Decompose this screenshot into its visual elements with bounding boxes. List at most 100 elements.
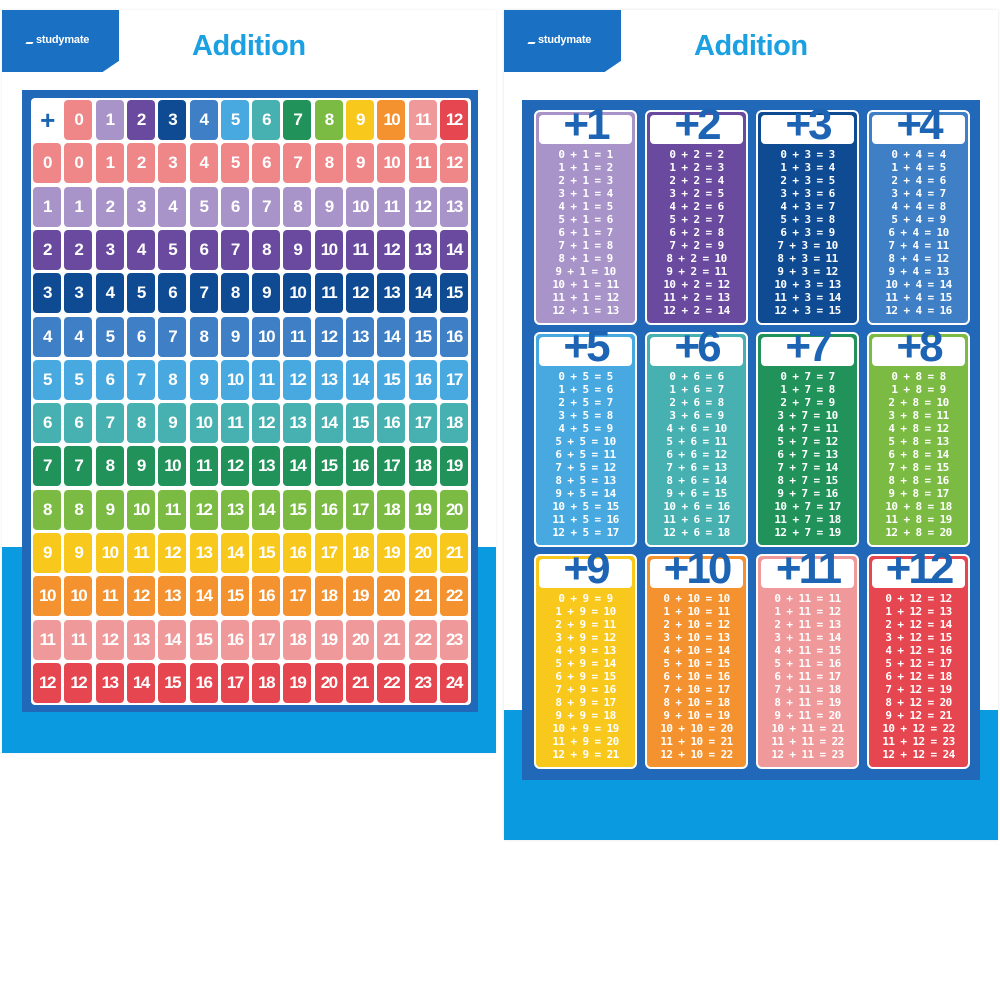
sum-cell: 13 — [283, 403, 312, 444]
equation-line: 12 + 8 = 20 — [885, 526, 952, 539]
column-header-cell: 4 — [189, 100, 218, 140]
sum-cell: 18 — [252, 662, 281, 703]
column-header-cell: 6 — [252, 100, 281, 140]
equation-line: 8 + 11 = 19 — [774, 696, 841, 709]
equation-line: 12 + 2 = 14 — [663, 304, 730, 317]
sum-cell: 12 — [95, 619, 124, 660]
plus-corner-cell: + — [40, 104, 55, 135]
sum-cell: 11 — [283, 316, 312, 357]
equation-line: 11 + 1 = 12 — [552, 291, 619, 304]
sum-cell: 8 — [252, 229, 281, 270]
sum-cell: 6 — [189, 229, 218, 270]
sum-cell: 15 — [158, 662, 187, 703]
sum-cell: 11 — [377, 186, 406, 227]
equation-line: 12 + 11 = 23 — [771, 748, 844, 761]
equation-line: 2 + 5 = 7 — [558, 396, 613, 409]
sum-cell: 16 — [439, 316, 468, 357]
column-header-cell: 9 — [346, 100, 374, 140]
row-header-cell: 11 — [33, 619, 61, 660]
sum-cell: 17 — [283, 576, 312, 617]
sum-cell: 13 — [252, 446, 281, 487]
card-header: +5 — [539, 325, 632, 369]
sum-cell: 19 — [346, 576, 374, 617]
sum-cell: 5 — [220, 143, 249, 184]
equation-line: 3 + 6 = 9 — [669, 409, 724, 422]
equation-line: 7 + 9 = 16 — [555, 683, 616, 696]
column-header-cell: 5 — [220, 100, 249, 140]
sum-cell: 15 — [252, 533, 281, 573]
equation-line: 3 + 7 = 10 — [777, 409, 838, 422]
equation-line: 6 + 6 = 12 — [666, 448, 727, 461]
sum-cell: 20 — [439, 489, 468, 530]
sum-cell: 10 — [189, 403, 218, 444]
sum-cell: 14 — [408, 273, 437, 314]
sum-cell: 9 — [220, 316, 249, 357]
sum-cell: 10 — [95, 533, 124, 573]
sum-cell: 16 — [283, 533, 312, 573]
equation-line: 1 + 12 = 13 — [885, 605, 952, 618]
equation-line: 6 + 5 = 11 — [555, 448, 616, 461]
card-heading: +10 — [663, 544, 733, 593]
sum-cell: 18 — [314, 576, 343, 617]
sum-cell: 20 — [408, 533, 437, 573]
equation-line: 8 + 3 = 11 — [777, 252, 838, 265]
equation-line: 6 + 12 = 18 — [885, 670, 952, 683]
equation-line: 3 + 10 = 13 — [663, 631, 730, 644]
sum-cell: 11 — [220, 403, 249, 444]
row-header-cell: 12 — [33, 662, 61, 703]
sum-cell: 13 — [314, 359, 343, 400]
sum-cell: 18 — [377, 489, 406, 530]
equation-line: 6 + 1 = 7 — [558, 226, 613, 239]
sum-cell: 17 — [377, 446, 406, 487]
equation-line: 11 + 3 = 14 — [774, 291, 841, 304]
column-header-cell: 7 — [283, 100, 312, 140]
equation-line: 7 + 6 = 13 — [666, 461, 727, 474]
equation-line: 2 + 8 = 10 — [888, 396, 949, 409]
sum-cell: 18 — [439, 403, 468, 444]
card-heading: +7 — [785, 322, 832, 371]
equation-line: 9 + 6 = 15 — [666, 487, 727, 500]
equation-line: 9 + 2 = 11 — [666, 265, 727, 278]
equation-line: 7 + 4 = 11 — [888, 239, 949, 252]
equation-line: 11 + 4 = 15 — [885, 291, 952, 304]
sum-cell: 12 — [408, 186, 437, 227]
brand-name: studymate — [538, 34, 592, 46]
sum-cell: 7 — [126, 359, 155, 400]
sum-cell: 19 — [408, 489, 437, 530]
equation-line: 12 + 4 = 16 — [885, 304, 952, 317]
sum-cell: 6 — [220, 186, 249, 227]
equation-line: 6 + 7 = 13 — [777, 448, 838, 461]
equation-line: 1 + 8 = 9 — [891, 383, 946, 396]
sum-cell: 10 — [64, 576, 93, 617]
card-heading: +8 — [896, 322, 943, 371]
sum-cell: 20 — [346, 619, 374, 660]
sum-cell: 12 — [158, 533, 187, 573]
row-header-cell: 3 — [33, 273, 61, 314]
sum-cell: 12 — [126, 576, 155, 617]
sum-cell: 12 — [283, 359, 312, 400]
card-header: +2 — [650, 103, 743, 147]
equation-line: 4 + 1 = 5 — [558, 200, 613, 213]
sum-cell: 4 — [95, 273, 124, 314]
row-header-cell: 2 — [33, 229, 61, 270]
equation-line: 4 + 2 = 6 — [669, 200, 724, 213]
sum-cell: 6 — [158, 273, 187, 314]
equation-line: 5 + 9 = 14 — [555, 657, 616, 670]
equation-line: 2 + 1 = 3 — [558, 174, 613, 187]
equation-line: 6 + 8 = 14 — [888, 448, 949, 461]
sum-cell: 11 — [64, 619, 93, 660]
equation-line: 2 + 4 = 6 — [891, 174, 946, 187]
equation-line: 0 + 2 = 2 — [669, 148, 724, 161]
equation-line: 0 + 11 = 11 — [774, 592, 841, 605]
equation-line: 0 + 6 = 6 — [669, 370, 724, 383]
sum-cell: 14 — [314, 403, 343, 444]
